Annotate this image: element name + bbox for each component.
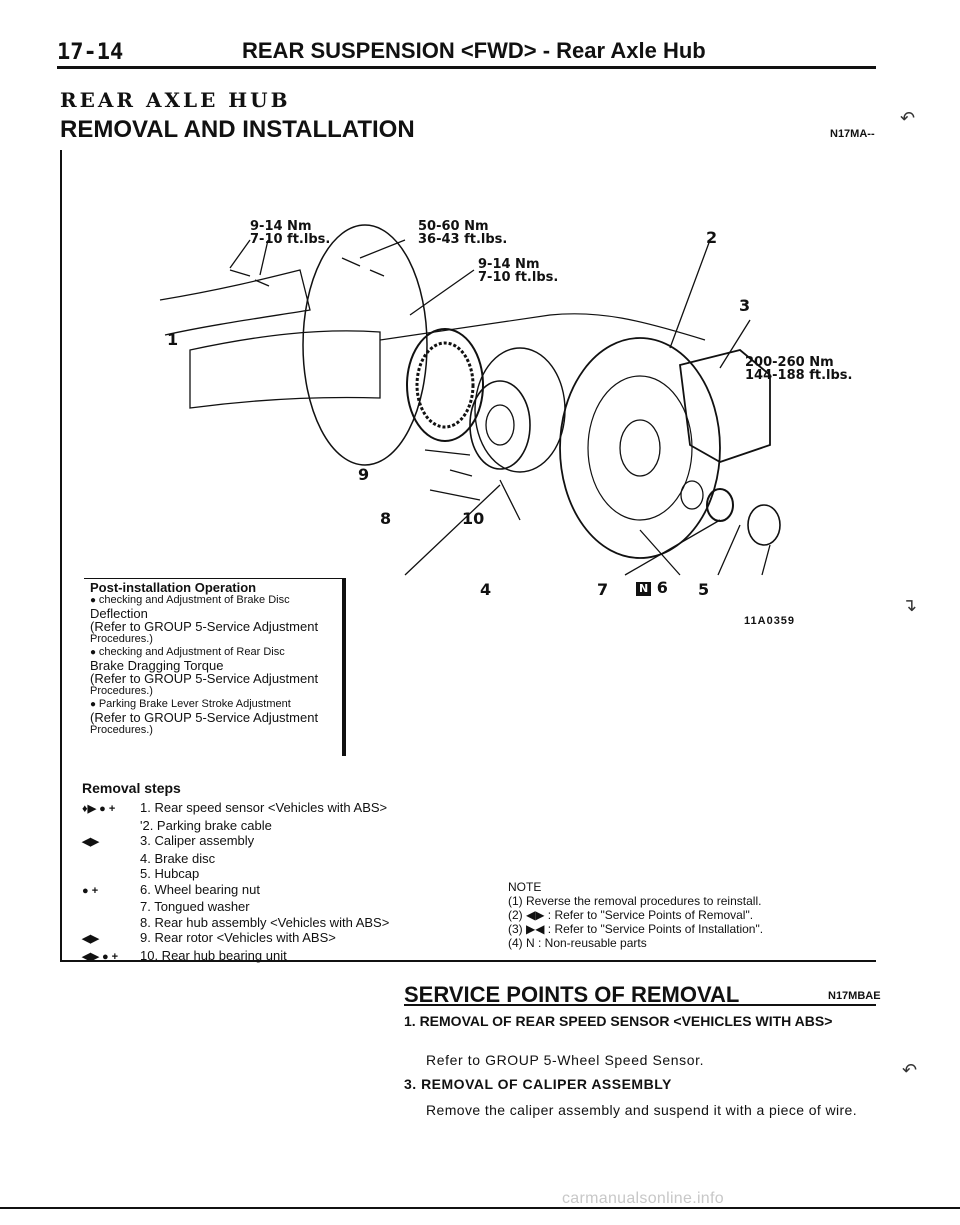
axle-beam xyxy=(189,330,381,409)
tongued-washer xyxy=(680,480,704,510)
bolt xyxy=(229,257,473,477)
watermark: carmanualsonline.info xyxy=(562,1190,724,1207)
backing-plate xyxy=(302,224,428,466)
service-points-code: N17MBAE xyxy=(828,990,881,1002)
caliper-assembly xyxy=(679,349,771,463)
list-item: ● +6. Wheel bearing nut xyxy=(82,881,260,897)
callout-9: 9 xyxy=(358,465,370,484)
callout-5: 5 xyxy=(698,580,710,599)
post-item-ref: (Refer to GROUP 5-Service Adjustment xyxy=(90,710,319,725)
post-item-ref: (Refer to GROUP 5-Service Adjustment xyxy=(90,619,319,634)
callout-7: 7 xyxy=(597,580,609,599)
list-item: ♦▶ ● +1. Rear speed sensor <Vehicles wit… xyxy=(82,800,388,815)
post-item-title: Parking Brake Lever Stroke Adjustment xyxy=(90,698,338,711)
note-heading: NOTE xyxy=(508,880,542,894)
post-item-detail: Brake Dragging Torque xyxy=(90,658,224,673)
list-item: 4. Brake disc xyxy=(140,850,216,866)
page-header-title: REAR SUSPENSION <FWD> - Rear Axle Hub xyxy=(242,38,706,63)
post-installation-box: Post-installation Operation checking and… xyxy=(84,578,346,756)
brake-disc xyxy=(559,337,721,559)
hubcap xyxy=(747,504,781,546)
rear-axle-hub-exploded-diagram xyxy=(159,224,781,576)
post-item-detail: Deflection xyxy=(90,606,148,621)
post-installation-heading: Post-installation Operation xyxy=(90,580,257,595)
callout-6: N 6 xyxy=(636,578,668,597)
list-item: ◀▶9. Rear rotor <Vehicles with ABS> xyxy=(82,930,336,945)
callout-2: 2 xyxy=(706,228,718,247)
footer-rule xyxy=(0,1207,960,1209)
list-item: ◀▶3. Caliper assembly xyxy=(82,833,255,848)
parking-brake-cable xyxy=(379,313,706,341)
rear-hub-assembly xyxy=(474,347,566,473)
page-number: 17-14 xyxy=(57,40,124,65)
post-item-title: checking and Adjustment of Rear Disc xyxy=(90,646,338,659)
note-line: (4) N : Non-reusable parts xyxy=(508,936,647,950)
service-point-1-title: 1. REMOVAL OF REAR SPEED SENSOR <VEHICLE… xyxy=(404,1013,833,1029)
removal-steps-list: ♦▶ ● +1. Rear speed sensor <Vehicles wit… xyxy=(82,800,389,965)
section-code: N17MA-- xyxy=(830,128,875,140)
note-block: NOTE (1) Reverse the removal procedures … xyxy=(508,880,763,950)
service-points-title: SERVICE POINTS OF REMOVAL xyxy=(404,982,740,1007)
callout-1: 1 xyxy=(167,330,179,349)
service-points-rule xyxy=(404,1004,876,1006)
frame-bottom-rule xyxy=(60,960,876,962)
frame-left-rule xyxy=(60,150,62,960)
rear-rotor xyxy=(406,328,484,442)
post-item-ref: Procedures.) xyxy=(90,724,153,736)
header-rule xyxy=(57,66,876,69)
service-point-1-body: Refer to GROUP 5-Wheel Speed Sensor. xyxy=(426,1052,705,1068)
removal-steps-heading: Removal steps xyxy=(82,780,181,796)
callout-10: 10 xyxy=(462,509,485,528)
list-item: ◀▶ ● +10. Rear hub bearing unit xyxy=(82,947,287,963)
post-item-ref: Procedures.) xyxy=(90,685,153,697)
section-subtitle: REMOVAL AND INSTALLATION xyxy=(60,116,415,143)
section-title: REAR AXLE HUB xyxy=(60,88,291,112)
service-point-3-title: 3. REMOVAL OF CALIPER ASSEMBLY xyxy=(404,1076,672,1092)
margin-mark-icon: ↶ xyxy=(902,1060,918,1080)
callout-3: 3 xyxy=(739,296,751,315)
list-item: 8. Rear hub assembly <Vehicles with ABS> xyxy=(140,914,390,930)
note-line: (3) ▶◀ : Refer to "Service Points of Ins… xyxy=(508,922,764,936)
callout-8: 8 xyxy=(380,509,392,528)
wheel-bearing-nut xyxy=(706,488,734,522)
post-item-title: checking and Adjustment of Brake Disc xyxy=(90,594,338,607)
margin-mark-icon: ↴ xyxy=(902,595,918,615)
rear-hub-bearing-unit xyxy=(469,380,531,470)
note-line: (1) Reverse the removal procedures to re… xyxy=(508,894,762,908)
note-line: (2) ◀▶ : Refer to "Service Points of Rem… xyxy=(508,908,754,922)
non-reusable-icon: N xyxy=(636,581,652,596)
post-item-ref: Procedures.) xyxy=(90,633,153,645)
list-item: 7. Tongued washer xyxy=(140,899,250,914)
callout-4: 4 xyxy=(480,580,492,599)
service-point-3-body: Remove the caliper assembly and suspend … xyxy=(426,1102,858,1118)
post-item-ref: (Refer to GROUP 5-Service Adjustment xyxy=(90,671,319,686)
list-item: '2. Parking brake cable xyxy=(140,817,272,833)
margin-mark-icon: ↶ xyxy=(900,108,916,128)
figure-id: 11A0359 xyxy=(744,615,796,627)
list-item: 5. Hubcap xyxy=(140,866,200,881)
axle-arm xyxy=(159,269,311,336)
